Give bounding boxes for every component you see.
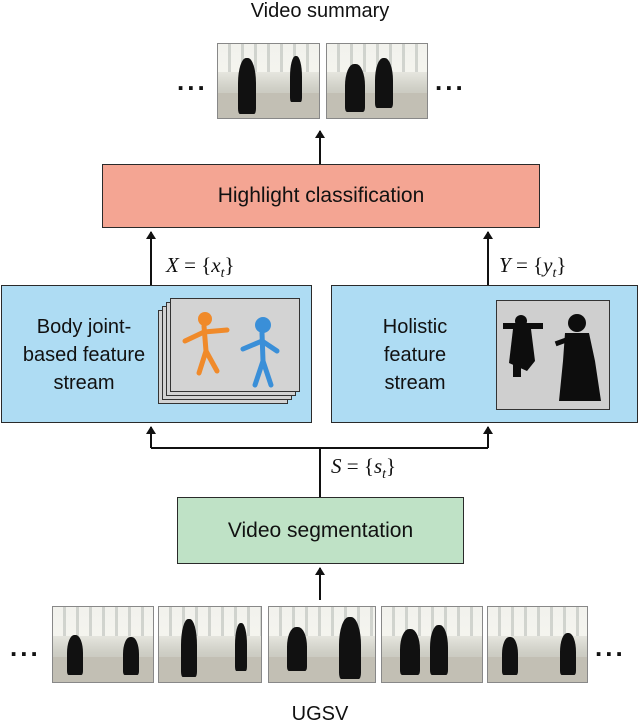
summary-left-ellipsis: ... [177,66,208,96]
left-feature-label: X = {xt} [166,253,235,282]
holistic-stream-box: Holistic feature stream [331,285,638,423]
highlight-classification-box: Highlight classification [102,164,540,228]
ugsv-label: UGSV [291,703,349,725]
silhouette-figures [503,314,601,401]
input-left-ellipsis: ... [10,632,41,662]
skeleton-figures [182,312,280,388]
input-frame-1 [52,606,154,683]
summary-right-ellipsis: ... [435,66,466,96]
summary-frame-2 [326,43,428,119]
input-frame-3 [268,606,376,683]
input-frame-5 [487,606,588,683]
highlight-classification-label: Highlight classification [217,184,425,207]
video-segmentation-box: Video segmentation [177,497,464,564]
input-right-ellipsis: ... [595,632,626,662]
body-joint-stream-box: Body joint- based feature stream [1,285,312,423]
video-segmentation-label: Video segmentation [227,518,414,542]
summary-frame-1 [217,43,320,119]
input-frame-2 [158,606,262,683]
holistic-stream-label: Holistic feature stream [382,316,448,394]
segments-label: S = {st} [331,454,397,483]
video-summary-title: Video summary [250,0,390,22]
right-feature-label: Y = {yt} [499,253,567,282]
body-joint-stream-label: Body joint- based feature stream [22,316,146,394]
silhouette-frame [496,300,610,410]
input-frame-4 [381,606,483,683]
skeleton-frame [170,298,300,392]
